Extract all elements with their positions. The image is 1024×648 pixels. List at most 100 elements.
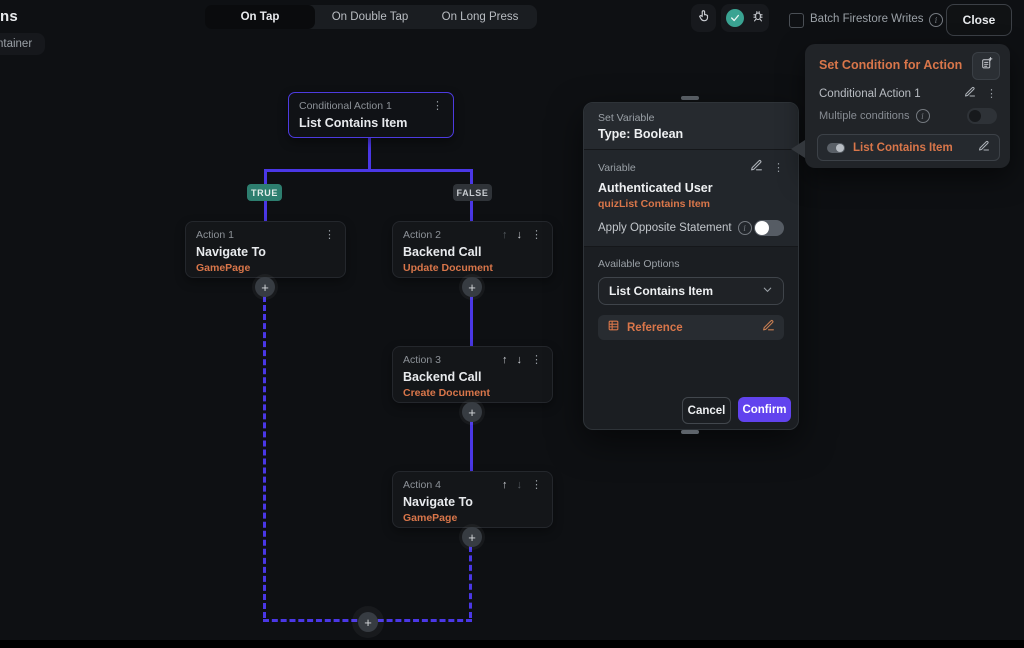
action-title: Navigate To (403, 495, 473, 509)
condition-panel-title: Set Condition for Action (819, 58, 963, 72)
batch-firestore-checkbox[interactable] (789, 13, 804, 28)
action-subtitle: Update Document (403, 262, 493, 274)
toggle-knob (836, 143, 844, 152)
add-action-button[interactable]: + (462, 277, 482, 297)
opposite-statement-label: Apply Opposite Statement (598, 222, 732, 234)
modal-body: Available Options List Contains Item Ref… (584, 247, 798, 351)
gesture-preview-button[interactable] (691, 4, 716, 32)
info-icon[interactable]: i (915, 109, 930, 123)
variable-value: Authenticated User (598, 181, 713, 195)
reference-label: Reference (627, 321, 683, 334)
action-label: Action 1 (196, 229, 234, 241)
edit-pencil-icon[interactable] (762, 319, 775, 337)
available-options-label: Available Options (598, 258, 680, 270)
check-success-icon[interactable] (725, 9, 744, 27)
multiple-conditions-row: Multiple conditions i (819, 108, 997, 124)
action-subtitle: GamePage (403, 512, 458, 524)
action-subtitle: GamePage (196, 262, 251, 274)
panel-pointer-arrow (791, 140, 805, 158)
variable-card: Variable ⋮ Authenticated User quizList C… (584, 150, 798, 247)
action-label: Action 2 (403, 229, 441, 241)
conditional-action-node[interactable]: Conditional Action 1 ⋮ List Contains Ite… (288, 92, 454, 138)
bottom-strip (0, 640, 1024, 648)
batch-firestore-label: Batch Firestore Writes (810, 13, 924, 25)
kebab-menu-icon[interactable]: ⋮ (324, 228, 335, 241)
modal-drag-handle-top[interactable] (681, 96, 699, 100)
add-action-button-bottom[interactable]: + (358, 612, 378, 632)
condition-value-row[interactable]: List Contains Item (817, 134, 1000, 161)
info-icon[interactable]: i (737, 221, 752, 235)
set-variable-modal: Set Variable Type: Boolean Variable ⋮ Au… (583, 102, 799, 430)
kebab-menu-icon[interactable]: ⋮ (531, 353, 542, 366)
info-icon[interactable]: i (929, 13, 943, 27)
conditional-action-label: Conditional Action 1 (299, 100, 392, 112)
toggle-knob (969, 110, 981, 122)
close-button[interactable]: Close (946, 4, 1012, 36)
action-node-4[interactable]: Action 4 ↑ ↓ ⋮ Navigate To GamePage (392, 471, 553, 528)
edit-pencil-icon[interactable] (978, 139, 990, 157)
multiple-conditions-label: Multiple conditions (819, 110, 910, 122)
move-down-icon[interactable]: ↓ (516, 353, 523, 366)
connector-false-dashed (469, 546, 472, 618)
toggle-knob (755, 221, 769, 235)
condition-value: List Contains Item (853, 141, 953, 154)
connector-action3-4 (470, 403, 473, 472)
add-action-button[interactable]: + (462, 527, 482, 547)
add-note-button[interactable] (972, 52, 1000, 80)
modal-header: Set Variable Type: Boolean (584, 103, 798, 150)
kebab-menu-icon[interactable]: ⋮ (986, 87, 997, 100)
reference-row[interactable]: Reference (598, 315, 784, 340)
kebab-menu-icon[interactable]: ⋮ (773, 161, 784, 174)
action-label: Action 4 (403, 479, 441, 491)
true-branch-badge: TRUE (247, 184, 282, 201)
action-label: Action 3 (403, 354, 441, 366)
breadcrumb-chip-partial[interactable]: ntainer (0, 33, 46, 55)
false-branch-badge: FALSE (453, 184, 492, 201)
action-node-2[interactable]: Action 2 ↑ ↓ ⋮ Backend Call Update Docum… (392, 221, 553, 278)
edit-pencil-icon[interactable] (750, 159, 763, 177)
chevron-down-icon (762, 282, 773, 300)
opposite-statement-toggle[interactable] (754, 220, 784, 236)
modal-footer: Cancel Confirm (682, 397, 791, 424)
table-grid-icon (607, 319, 620, 337)
tab-on-long-press[interactable]: On Long Press (441, 11, 519, 23)
connector-true-dashed (263, 296, 266, 618)
connector-cond-down (368, 136, 371, 171)
test-debug-group (721, 4, 769, 32)
variable-label: Variable (598, 162, 636, 174)
tab-on-tap[interactable]: On Tap (205, 5, 315, 29)
page-title-partial: ns (0, 8, 18, 25)
condition-action-name: Conditional Action 1 (819, 88, 921, 100)
modal-title: Type: Boolean (598, 127, 684, 141)
confirm-button[interactable]: Confirm (738, 397, 791, 422)
move-down-icon[interactable]: ↓ (516, 478, 523, 491)
trigger-tabbar: On Tap On Double Tap On Long Press (205, 5, 537, 29)
multiple-conditions-toggle[interactable] (967, 108, 997, 124)
action-node-1[interactable]: Action 1 ⋮ Navigate To GamePage (185, 221, 346, 278)
modal-drag-handle-bottom[interactable] (681, 430, 699, 434)
add-action-button[interactable]: + (255, 277, 275, 297)
move-down-icon[interactable]: ↓ (516, 228, 523, 241)
variable-detail: quizList Contains Item (598, 198, 711, 210)
cancel-button[interactable]: Cancel (682, 397, 731, 424)
add-action-button[interactable]: + (462, 402, 482, 422)
move-up-icon[interactable]: ↑ (502, 478, 508, 491)
conditional-action-title: List Contains Item (299, 116, 408, 130)
action-title: Backend Call (403, 370, 482, 384)
action-title: Backend Call (403, 245, 482, 259)
options-dropdown[interactable]: List Contains Item (598, 277, 784, 305)
options-dropdown-value: List Contains Item (609, 284, 714, 298)
move-up-icon[interactable]: ↑ (502, 228, 508, 241)
action-node-3[interactable]: Action 3 ↑ ↓ ⋮ Backend Call Create Docum… (392, 346, 553, 403)
kebab-menu-icon[interactable]: ⋮ (432, 99, 443, 112)
boolean-toggle-icon (827, 142, 845, 153)
bug-icon[interactable] (751, 9, 765, 28)
move-up-icon[interactable]: ↑ (502, 353, 508, 366)
action-title: Navigate To (196, 245, 266, 259)
action-subtitle: Create Document (403, 387, 490, 399)
kebab-menu-icon[interactable]: ⋮ (531, 478, 542, 491)
tab-on-double-tap[interactable]: On Double Tap (331, 11, 409, 23)
edit-pencil-icon[interactable] (964, 85, 976, 103)
kebab-menu-icon[interactable]: ⋮ (531, 228, 542, 241)
